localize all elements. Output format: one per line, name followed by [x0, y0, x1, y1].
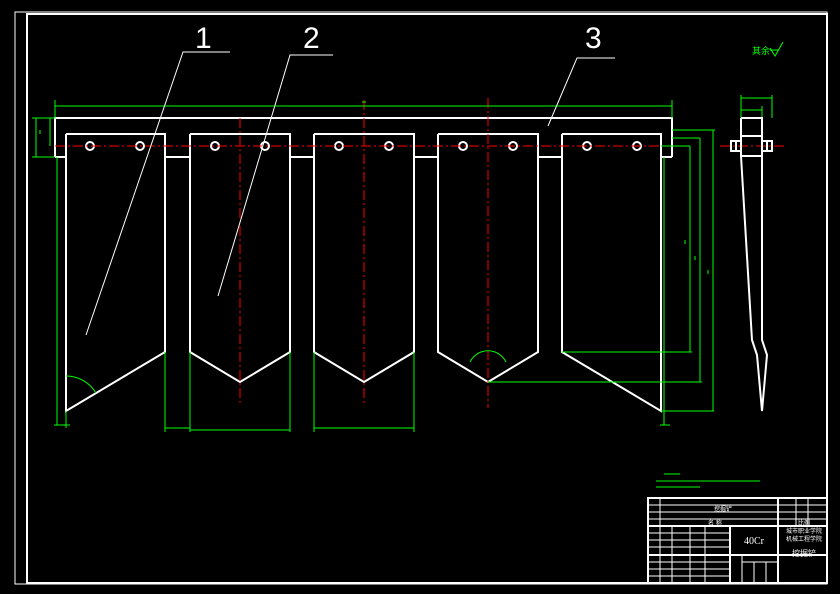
- technical-notes: [656, 473, 760, 488]
- blade-2: [189, 133, 291, 384]
- blade-3: [313, 133, 415, 384]
- title-block-material: 40Cr: [744, 536, 765, 547]
- blade-4: [437, 133, 539, 384]
- dimension-lines: [32, 95, 773, 432]
- center-lines: [55, 98, 785, 408]
- title-block-institution-line1: 城市职业学院: [786, 527, 822, 535]
- title-block-institution-line2: 机械工程学院: [786, 535, 822, 543]
- callout-3: 3: [585, 22, 602, 55]
- callout-1: 1: [195, 22, 212, 55]
- side-view: [730, 117, 773, 412]
- leader-lines: [85, 51, 615, 336]
- surface-finish-symbol: [769, 41, 784, 57]
- title-block-part-name-small: 挖掘铲: [714, 505, 732, 513]
- title-block-scale-label: 比例: [798, 519, 810, 527]
- title-block-part-name: 挖掘铲: [792, 548, 816, 558]
- blade-1: [65, 133, 166, 413]
- title-block: [647, 497, 828, 584]
- inner-frame: [26, 13, 828, 584]
- callout-2: 2: [303, 22, 320, 55]
- title-block-name-label: 名 称: [708, 519, 722, 527]
- surface-finish-note: 其余: [752, 45, 770, 57]
- blade-5: [561, 133, 662, 413]
- dimension-ticks: [39, 101, 709, 274]
